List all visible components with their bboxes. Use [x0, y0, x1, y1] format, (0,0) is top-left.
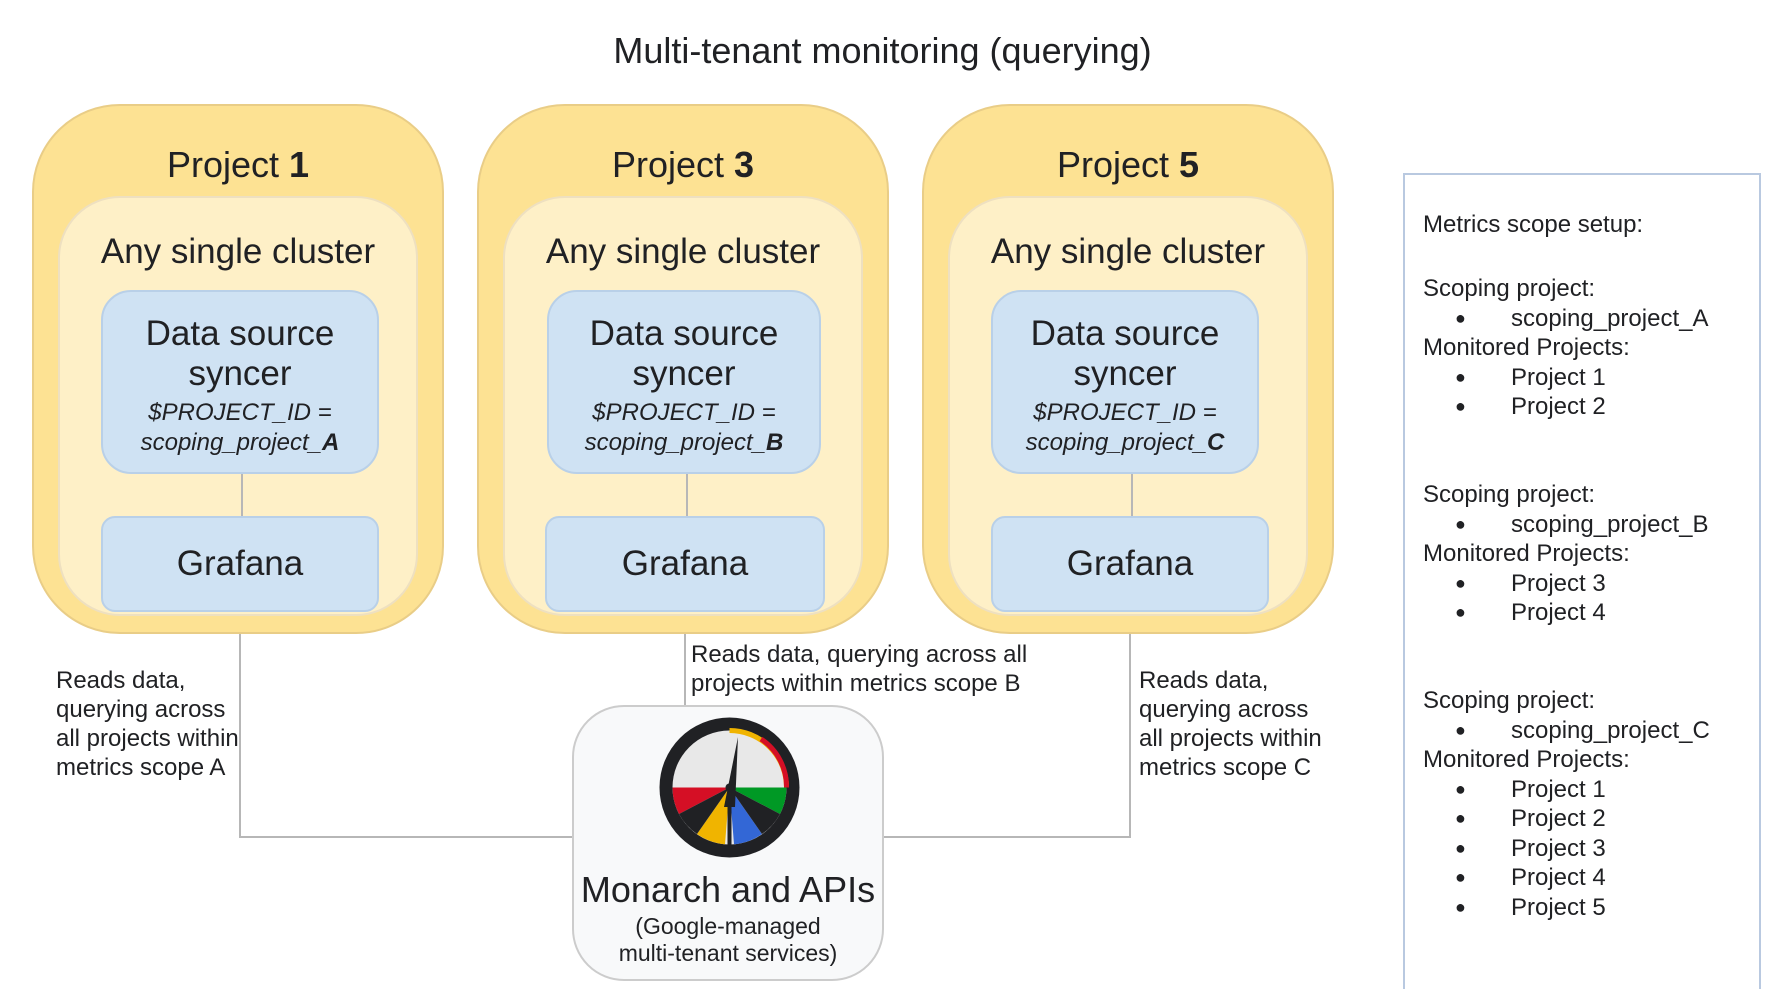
diagram-title: Multi-tenant monitoring (querying): [613, 30, 1152, 71]
metrics-scope-panel: Metrics scope setup: Scoping project: sc…: [1403, 173, 1761, 989]
connector-grafana-1-down: [239, 605, 241, 838]
syncer-name-line2: syncer: [188, 354, 292, 393]
scope-block-a: Scoping project: scoping_project_A Monit…: [1423, 274, 1708, 422]
read-label-scope-b: Reads data, querying across all projects…: [691, 641, 1028, 697]
scoping-project-item: scoping_project_A: [1423, 304, 1708, 334]
monarch-box: Monarch and APIs (Google-managed multi-t…: [572, 705, 884, 981]
grafana-box: Grafana: [545, 516, 825, 612]
cluster-title: Any single cluster: [990, 232, 1266, 271]
syncer-project-id-label: $PROJECT_ID =: [592, 399, 776, 426]
project-box-3: Project 3 Any single cluster Data source…: [477, 104, 889, 634]
cluster-box: Any single cluster Data source syncer $P…: [58, 196, 418, 616]
scope-block-b: Scoping project: scoping_project_B Monit…: [1423, 480, 1708, 628]
monitored-project-item: Project 5: [1423, 893, 1710, 923]
monitored-projects-label: Monitored Projects:: [1423, 540, 1630, 567]
syncer-project-id-value: scoping_project_B: [549, 428, 819, 458]
scoping-project-item: scoping_project_B: [1423, 510, 1708, 540]
syncer-project-id-suffix: A: [322, 429, 340, 456]
project-label: Project: [166, 144, 279, 185]
connector-grafana-5-down: [1129, 605, 1131, 838]
project-number: 5: [1179, 144, 1200, 185]
syncer-project-id-value: scoping_project_A: [103, 428, 377, 458]
project-title: Project 3: [479, 144, 887, 186]
syncer-grafana-connector: [1131, 474, 1133, 516]
grafana-box: Grafana: [101, 516, 379, 612]
data-source-syncer: Data source syncer $PROJECT_ID = scoping…: [547, 290, 821, 474]
monitored-projects-label: Monitored Projects:: [1423, 334, 1630, 361]
syncer-name-line1: Data source: [1030, 314, 1220, 353]
project-box-5: Project 5 Any single cluster Data source…: [922, 104, 1334, 634]
cluster-box: Any single cluster Data source syncer $P…: [503, 196, 863, 616]
project-title: Project 5: [924, 144, 1332, 186]
syncer-name-line1: Data source: [145, 314, 335, 353]
scoping-project-label: Scoping project:: [1423, 687, 1596, 714]
monitored-project-item: Project 2: [1423, 392, 1708, 422]
project-number: 1: [289, 144, 310, 185]
connector-grafana-5-across: [882, 836, 1131, 838]
scoping-project-label: Scoping project:: [1423, 481, 1596, 508]
project-number: 3: [734, 144, 755, 185]
data-source-syncer: Data source syncer $PROJECT_ID = scoping…: [101, 290, 379, 474]
grafana-box: Grafana: [991, 516, 1269, 612]
cluster-box: Any single cluster Data source syncer $P…: [948, 196, 1308, 616]
project-title: Project 1: [34, 144, 442, 186]
syncer-project-id-prefix: scoping_project_: [140, 429, 323, 456]
connector-grafana-3-down: [684, 605, 686, 707]
monitored-project-item: Project 1: [1423, 775, 1710, 805]
scope-block-c: Scoping project: scoping_project_C Monit…: [1423, 686, 1710, 922]
project-label: Project: [611, 144, 724, 185]
monarch-gauge-icon: [659, 717, 800, 858]
monarch-title: Monarch and APIs: [580, 869, 876, 910]
monitored-project-item: Project 4: [1423, 598, 1708, 628]
monitored-projects-label: Monitored Projects:: [1423, 746, 1630, 773]
syncer-project-id-prefix: scoping_project_: [584, 429, 767, 456]
syncer-project-id-label: $PROJECT_ID =: [1033, 399, 1217, 426]
monitored-project-item: Project 4: [1423, 863, 1710, 893]
monarch-subtitle: (Google-managed multi-tenant services): [574, 913, 882, 967]
scoping-project-label: Scoping project:: [1423, 275, 1596, 302]
connector-grafana-1-across: [239, 836, 574, 838]
syncer-grafana-connector: [241, 474, 243, 516]
monitored-project-item: Project 1: [1423, 363, 1708, 393]
cluster-title: Any single cluster: [545, 232, 821, 271]
syncer-project-id-value: scoping_project_C: [993, 428, 1257, 458]
scoping-project-item: scoping_project_C: [1423, 716, 1710, 746]
project-label: Project: [1056, 144, 1169, 185]
syncer-project-id-prefix: scoping_project_: [1025, 429, 1208, 456]
monitored-project-item: Project 2: [1423, 804, 1710, 834]
syncer-grafana-connector: [686, 474, 688, 516]
read-label-scope-c: Reads data, querying across all projects…: [1139, 667, 1322, 781]
scope-panel-title: Metrics scope setup:: [1423, 211, 1644, 238]
monitored-project-item: Project 3: [1423, 569, 1708, 599]
monarch-subtitle-line2: multi-tenant services): [618, 940, 838, 966]
syncer-name-line1: Data source: [589, 314, 779, 353]
syncer-project-id-suffix: C: [1207, 429, 1225, 456]
monitored-project-item: Project 3: [1423, 834, 1710, 864]
project-box-1: Project 1 Any single cluster Data source…: [32, 104, 444, 634]
read-label-scope-a: Reads data, querying across all projects…: [56, 667, 239, 781]
syncer-project-id-label: $PROJECT_ID =: [148, 399, 332, 426]
syncer-name-line2: syncer: [1073, 354, 1177, 393]
syncer-name-line2: syncer: [632, 354, 736, 393]
cluster-title: Any single cluster: [100, 232, 376, 271]
data-source-syncer: Data source syncer $PROJECT_ID = scoping…: [991, 290, 1259, 474]
syncer-project-id-suffix: B: [766, 429, 784, 456]
monarch-subtitle-line1: (Google-managed: [635, 913, 821, 939]
